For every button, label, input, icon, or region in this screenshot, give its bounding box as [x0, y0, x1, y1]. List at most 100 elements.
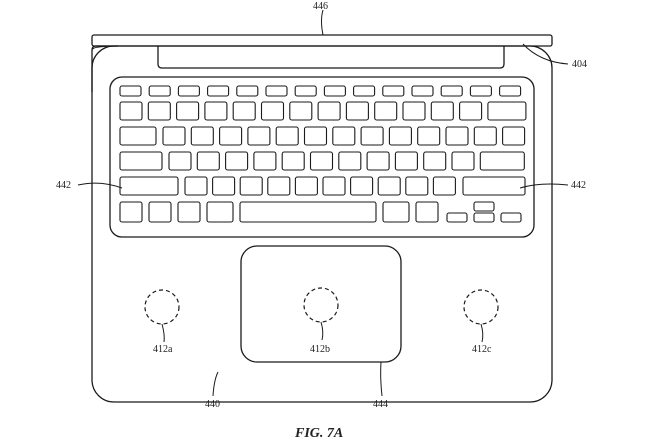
keyboard-key — [232, 101, 256, 121]
leader-440 — [212, 371, 219, 397]
keyboard-key — [239, 201, 377, 223]
keyboard-key — [350, 176, 374, 196]
keyboard-key — [196, 151, 220, 171]
leader-444 — [380, 361, 383, 397]
keyboard-key — [309, 151, 334, 171]
keyboard-key — [119, 85, 142, 97]
keyboard-key — [119, 201, 143, 223]
keyboard-key — [338, 151, 362, 171]
keyboard-key — [405, 176, 429, 196]
leader-412a — [161, 323, 165, 343]
keyboard-key — [411, 85, 434, 97]
keyboard-key — [236, 85, 259, 97]
keyboard-key — [119, 101, 143, 121]
keyboard-key — [207, 85, 230, 97]
keyboard-key — [353, 85, 376, 97]
keyboard-key — [473, 126, 497, 146]
keyboard-key — [377, 176, 401, 196]
keyboard-key — [402, 101, 426, 121]
label-412a: 412a — [153, 344, 173, 355]
keyboard-key — [294, 85, 317, 97]
keyboard-key — [500, 212, 522, 223]
keyboard-key — [119, 126, 157, 146]
keyboard-key — [394, 151, 418, 171]
keyboard-key — [177, 201, 201, 223]
keyboard-key — [473, 201, 495, 212]
keyboard-key — [317, 101, 341, 121]
sensor-center-circle — [303, 287, 339, 323]
leader-446 — [321, 9, 324, 36]
keyboard-key — [502, 126, 526, 146]
keyboard-key — [267, 176, 291, 196]
keyboard-key — [148, 85, 171, 97]
sensor-left-circle — [144, 289, 180, 325]
keyboard-key — [473, 212, 495, 223]
keyboard-key — [219, 126, 243, 146]
label-444: 444 — [373, 399, 388, 410]
keyboard-key — [148, 201, 172, 223]
keyboard-key — [382, 85, 405, 97]
keyboard-key — [275, 126, 299, 146]
keyboard-key — [445, 126, 469, 146]
display-lid — [91, 34, 553, 47]
keyboard-key — [260, 101, 285, 121]
keyboard-key — [374, 101, 398, 121]
keyboard-key — [303, 126, 328, 146]
keyboard-key — [323, 85, 346, 97]
keyboard-key — [332, 126, 356, 146]
keyboard-key — [168, 151, 192, 171]
base-housing-outline — [91, 45, 553, 403]
keyboard-key — [451, 151, 475, 171]
keyboard-key — [184, 176, 208, 196]
base-housing — [91, 45, 119, 92]
keyboard-key — [388, 126, 412, 146]
keyboard-key — [417, 126, 441, 146]
keyboard-key — [162, 126, 186, 146]
keyboard-key — [119, 176, 179, 196]
keyboard-key — [212, 176, 236, 196]
label-442-right: 442 — [571, 180, 586, 191]
leader-442-left — [77, 182, 123, 189]
keyboard-key — [239, 176, 263, 196]
label-412b: 412b — [310, 344, 330, 355]
keyboard-key — [345, 101, 369, 121]
keyboard-key — [225, 151, 249, 171]
keyboard-key — [440, 85, 463, 97]
keyboard-key — [322, 176, 346, 196]
keyboard-key — [253, 151, 277, 171]
label-446: 446 — [313, 1, 328, 12]
label-442-left: 442 — [56, 180, 71, 191]
keyboard-key — [190, 126, 214, 146]
keyboard-key — [366, 151, 390, 171]
leader-442-right — [519, 183, 569, 189]
keyboard-key — [479, 151, 525, 171]
leader-412c — [480, 323, 484, 343]
keyboard-key — [423, 151, 447, 171]
trackpad — [240, 245, 402, 363]
keyboard-key — [360, 126, 384, 146]
keyboard-key — [206, 201, 234, 223]
figure-caption: FIG. 7A — [294, 426, 343, 440]
keyboard-key — [499, 85, 522, 97]
keyboard-well — [109, 76, 535, 238]
keyboard-key — [204, 101, 228, 121]
keyboard-key — [446, 212, 468, 223]
keyboard-key — [265, 85, 288, 97]
keyboard-key — [147, 101, 171, 121]
sensor-right-circle — [463, 289, 499, 325]
keyboard-key — [415, 201, 439, 223]
leader-412b — [320, 321, 324, 341]
keyboard-key — [382, 201, 410, 223]
label-440: 440 — [205, 399, 220, 410]
keyboard-key — [281, 151, 305, 171]
keyboard-key — [119, 151, 163, 171]
keyboard-keys — [119, 85, 527, 223]
keyboard-key — [289, 101, 313, 121]
label-404: 404 — [572, 59, 587, 70]
keyboard-key — [469, 85, 492, 97]
keyboard-key — [176, 101, 200, 121]
leader-404 — [522, 43, 569, 65]
keyboard-key — [294, 176, 318, 196]
keyboard-key — [432, 176, 456, 196]
